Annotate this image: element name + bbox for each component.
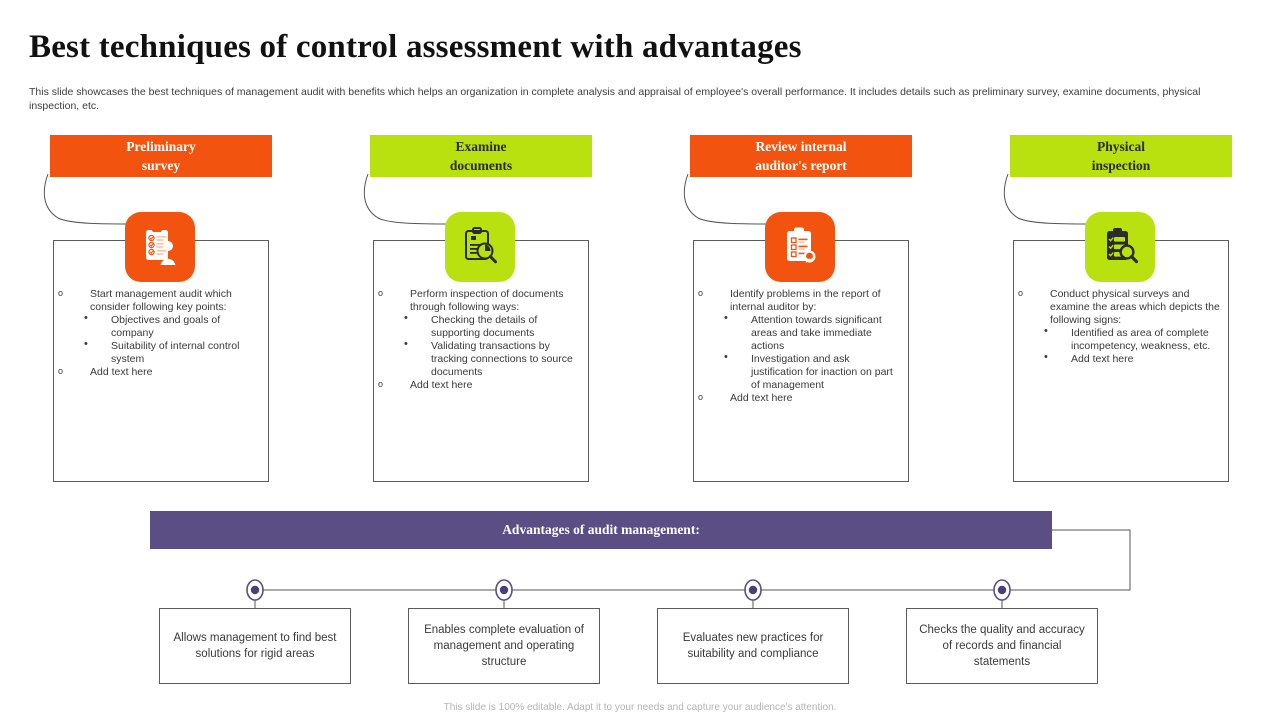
advantage-box[interactable]: Checks the quality and accuracy of recor… (906, 608, 1098, 684)
bullet-level2: Investigation and ask justification for … (698, 351, 903, 392)
clipboard-check-magnifier-icon (1085, 212, 1155, 282)
card-bullets: Perform inspection of documents through … (378, 287, 583, 392)
card-header: Examine documents (370, 135, 592, 177)
bullet-level2: Suitability of internal control system (58, 338, 263, 366)
card-header-line2: survey (141, 158, 181, 173)
bullet-level2: Objectives and goals of company (58, 312, 263, 340)
advantage-text: Allows management to find best solutions… (173, 632, 337, 660)
bullet-level2: Checking the details of supporting docum… (378, 312, 583, 340)
card-bullets: Conduct physical surveys and examine the… (1018, 287, 1223, 366)
advantages-banner-label: Advantages of audit management: (502, 522, 700, 537)
clipboard-chart-magnifier-icon (445, 212, 515, 282)
bullet-level2: Identified as area of complete incompete… (1018, 325, 1223, 353)
advantage-text: Checks the quality and accuracy of recor… (919, 624, 1085, 668)
advantages-banner: Advantages of audit management: (150, 511, 1052, 549)
technique-card-physical-inspection[interactable]: Physical inspection Conduct physical sur… (1000, 130, 1280, 490)
bullet-level2: Add text here (1018, 351, 1223, 366)
advantage-text: Enables complete evaluation of managemen… (424, 624, 584, 668)
clipboard-person-icon (125, 212, 195, 282)
bullet-level2: Validating transactions by tracking conn… (378, 338, 583, 379)
advantage-text: Evaluates new practices for suitability … (682, 632, 824, 660)
card-bullets: Identify problems in the report of inter… (698, 287, 903, 405)
clipboard-checklist-badge-icon (765, 212, 835, 282)
page-title: Best techniques of control assessment wi… (29, 29, 802, 65)
card-header-line1: Preliminary (126, 139, 196, 154)
bullet-level1: Perform inspection of documents through … (378, 287, 583, 314)
card-header: Review internal auditor's report (690, 135, 912, 177)
technique-card-preliminary-survey[interactable]: Preliminary survey Start management a (40, 130, 330, 490)
card-header-line1: Physical (1096, 139, 1145, 154)
card-header-line2: auditor's report (755, 158, 847, 173)
card-header-line1: Examine (455, 139, 507, 154)
bullet-level1: Add text here (698, 391, 903, 405)
bullet-level1: Add text here (58, 365, 263, 379)
card-header-line2: documents (449, 158, 513, 173)
bullet-level2: Attention towards significant areas and … (698, 312, 903, 353)
advantage-box[interactable]: Enables complete evaluation of managemen… (408, 608, 600, 684)
advantage-box[interactable]: Allows management to find best solutions… (159, 608, 351, 684)
card-header-line1: Review internal (755, 139, 847, 154)
advantage-box[interactable]: Evaluates new practices for suitability … (657, 608, 849, 684)
bullet-level1: Identify problems in the report of inter… (698, 287, 903, 314)
technique-card-examine-documents[interactable]: Examine documents Perform inspection of … (360, 130, 650, 490)
bullet-level1: Add text here (378, 378, 583, 392)
technique-card-review-internal-auditors-report[interactable]: Review internal auditor's report Identif… (680, 130, 970, 490)
card-header: Preliminary survey (50, 135, 272, 177)
bullet-level1: Conduct physical surveys and examine the… (1018, 287, 1223, 327)
bullet-level1: Start management audit which consider fo… (58, 287, 263, 314)
card-bullets: Start management audit which consider fo… (58, 287, 263, 379)
card-header-line2: inspection (1091, 158, 1151, 173)
footer-note: This slide is 100% editable. Adapt it to… (443, 702, 837, 713)
card-header: Physical inspection (1010, 135, 1232, 177)
page-subtitle: This slide showcases the best techniques… (29, 86, 1201, 112)
